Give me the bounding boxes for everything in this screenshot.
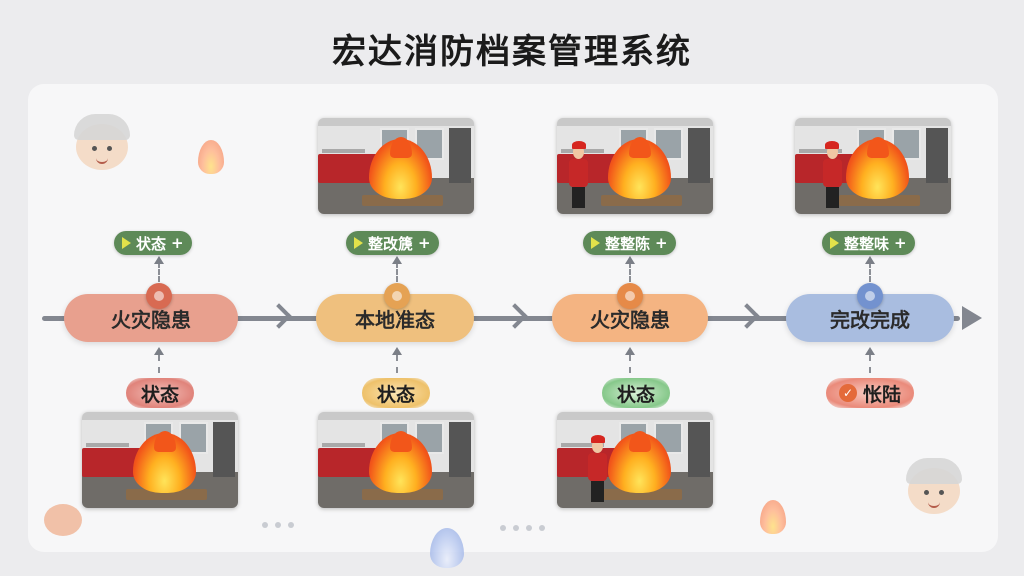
plus-icon[interactable]: + [655, 234, 668, 252]
status-tag-label: 整整陈 [605, 234, 651, 253]
status-tag-bottom[interactable]: 状态 [362, 378, 430, 408]
firefighter-mascot-icon [70, 110, 134, 174]
incident-photo [318, 412, 474, 508]
status-tag-bottom[interactable]: ✓ 怅陆 [826, 378, 914, 408]
arrow-up-icon [625, 256, 635, 264]
incident-photo [318, 118, 474, 214]
incident-photo [82, 412, 238, 508]
status-tag-bottom[interactable]: 状态 [602, 378, 670, 408]
status-tag-label: 整改篪 [368, 234, 414, 253]
connector-line [158, 262, 160, 282]
stage-node-dot [146, 283, 172, 309]
plus-icon[interactable]: + [171, 234, 184, 252]
arrow-up-icon [865, 347, 875, 355]
arrow-up-icon [154, 347, 164, 355]
arrow-up-icon [625, 347, 635, 355]
play-icon [830, 237, 839, 249]
arrow-up-icon [392, 347, 402, 355]
flame-icon [430, 528, 464, 568]
status-tag-label: 整整味 [844, 234, 890, 253]
incident-photo [795, 118, 951, 214]
pager-dots [500, 525, 545, 531]
pager-dots [262, 522, 294, 528]
flow-line [42, 316, 960, 321]
play-icon [122, 237, 131, 249]
status-tag-top[interactable]: 整整陈 + [583, 231, 676, 255]
flow-arrow-head [962, 306, 982, 330]
status-tag-top[interactable]: 整整味 + [822, 231, 915, 255]
flame-icon [198, 140, 224, 174]
status-tag-label: 状态 [376, 383, 415, 406]
connector-line [629, 355, 631, 373]
status-tag-label: 状态 [140, 383, 179, 406]
connector-line [869, 262, 871, 282]
incident-photo [557, 118, 713, 214]
connector-line [869, 355, 871, 373]
connector-line [629, 262, 631, 282]
connector-line [158, 355, 160, 373]
play-icon [354, 237, 363, 249]
connector-line [396, 262, 398, 282]
flame-icon [760, 500, 786, 534]
plus-icon[interactable]: + [418, 234, 431, 252]
status-tag-top[interactable]: 整改篪 + [346, 231, 439, 255]
status-tag-label: 怅陆 [862, 383, 901, 406]
play-icon [591, 237, 600, 249]
check-icon: ✓ [838, 384, 857, 402]
status-tag-label: 状态 [616, 383, 655, 406]
plus-icon[interactable]: + [894, 234, 907, 252]
status-tag-top[interactable]: 状态 + [114, 231, 192, 255]
incident-photo [557, 412, 713, 508]
connector-line [396, 355, 398, 373]
stage-node-dot [857, 283, 883, 309]
arrow-up-icon [392, 256, 402, 264]
arrow-up-icon [154, 256, 164, 264]
page-title: 宏达消防档案管理系统 [332, 32, 692, 72]
status-tag-label: 状态 [136, 234, 167, 253]
status-tag-bottom[interactable]: 状态 [126, 378, 194, 408]
stage-3[interactable]: 火灾隐患 [552, 294, 708, 342]
arrow-up-icon [865, 256, 875, 264]
mascot-face-icon [44, 500, 84, 540]
firefighter-mascot-icon [902, 454, 966, 518]
stage-node-dot [617, 283, 643, 309]
stage-node-dot [384, 283, 410, 309]
